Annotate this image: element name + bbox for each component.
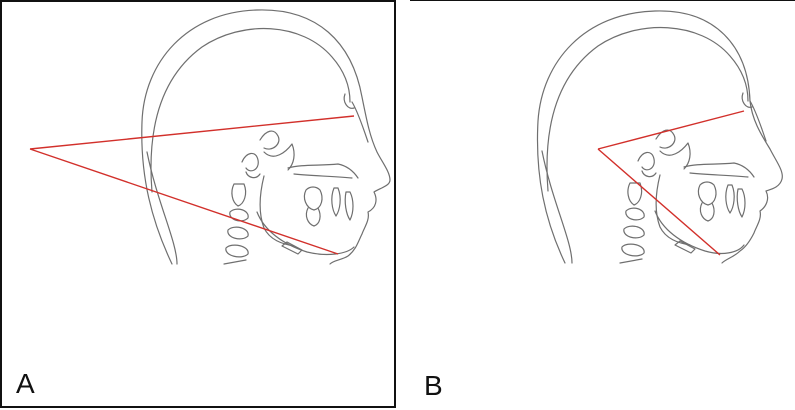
panel-label-b: B xyxy=(424,372,443,400)
head-profile-outline xyxy=(537,11,782,263)
cephalometric-tracing-a xyxy=(2,2,398,410)
panel-a: A xyxy=(0,0,396,408)
panel-b: B xyxy=(410,0,795,408)
panel-label-a: A xyxy=(16,370,35,398)
head-profile-outline xyxy=(142,10,390,264)
cephalometric-tracing-b xyxy=(410,1,795,409)
angle-lines xyxy=(30,116,354,254)
